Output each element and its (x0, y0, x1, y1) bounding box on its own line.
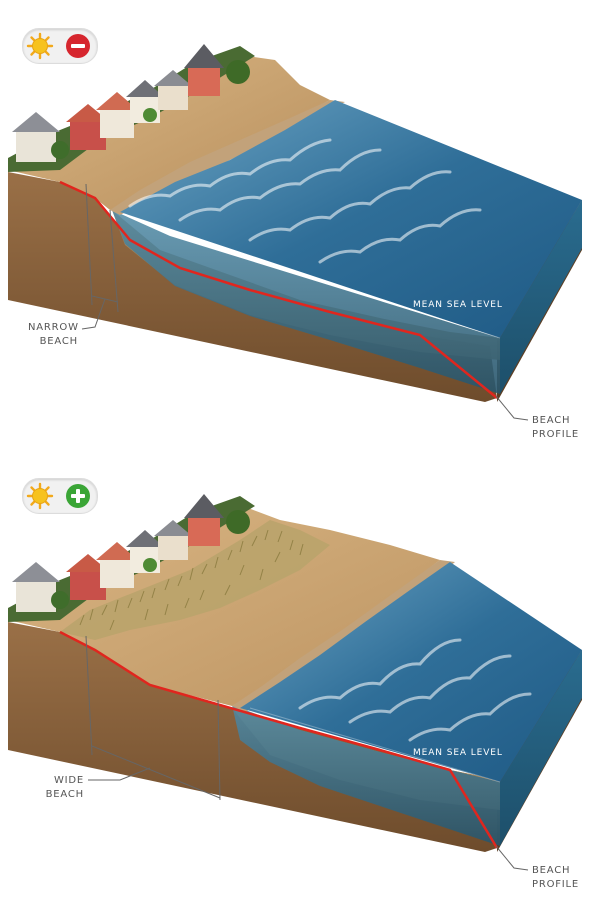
wide-beach-diagram (0, 450, 600, 900)
wide-beach-label: WIDE BEACH (34, 774, 84, 802)
sun-icon (28, 484, 52, 508)
narrow-beach-diagram (0, 0, 600, 450)
wide-beach-panel: WIDE BEACH BEACH PROFILE MEAN SEA LEVEL (0, 450, 600, 900)
sun-icon (28, 34, 52, 58)
beach-profile-leader (496, 846, 528, 870)
plus-circle-icon (66, 484, 90, 508)
weather-toggle (22, 28, 98, 64)
mean-sea-level-label: MEAN SEA LEVEL (413, 300, 503, 310)
weather-toggle (22, 478, 98, 514)
beach-profile-label: BEACH PROFILE (532, 864, 579, 892)
narrow-beach-panel: NARROW BEACH BEACH PROFILE MEAN SEA LEVE… (0, 0, 600, 450)
minus-circle-icon (66, 34, 90, 58)
beach-profile-leader (496, 396, 528, 420)
beach-profile-label: BEACH PROFILE (532, 414, 579, 442)
narrow-beach-label: NARROW BEACH (28, 321, 78, 349)
mean-sea-level-label: MEAN SEA LEVEL (413, 748, 503, 758)
